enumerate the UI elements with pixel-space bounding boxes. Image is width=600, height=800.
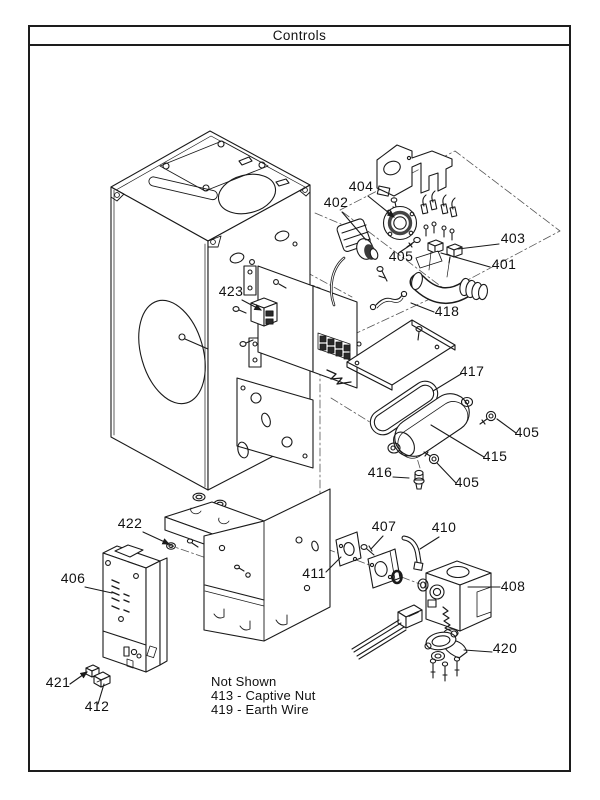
part-label-403: 403: [501, 230, 526, 246]
o-ring: [391, 569, 403, 585]
burner-flange: [382, 205, 418, 241]
retaining-clips: [85, 664, 111, 688]
gas-valve-408: [417, 560, 492, 638]
outlet-elbow-420: [424, 630, 468, 682]
part-label-411: 411: [302, 565, 326, 581]
part-label-412: 412: [85, 698, 110, 714]
part-label-406: 406: [61, 570, 86, 586]
not-shown-line-413: 413 - Captive Nut: [211, 688, 316, 704]
part-label-420: 420: [493, 640, 518, 656]
control-box-labels: [111, 579, 130, 613]
part-label-416: 416: [368, 464, 393, 480]
part-label-418: 418: [435, 303, 460, 319]
part-label-417: 417: [460, 363, 485, 379]
diagram-title-bar: Controls: [28, 25, 571, 46]
inlet-screw-407: [360, 544, 375, 556]
venturi-elbow: [409, 250, 489, 305]
part-label-402: 402: [324, 194, 349, 210]
not-shown-line-419: 419 - Earth Wire: [211, 702, 309, 718]
inner-control-panel: [229, 230, 362, 469]
part-label-423: 423: [219, 283, 244, 299]
part-label-415: 415: [483, 448, 508, 464]
terminal-block: [317, 332, 351, 361]
cover-screw-top: [479, 410, 497, 425]
not-shown-heading: Not Shown: [211, 674, 277, 689]
gasket-plate-411: [335, 531, 362, 567]
sensing-wire: [369, 290, 408, 311]
part-label-408: 408: [501, 578, 526, 594]
part-label-410: 410: [432, 519, 457, 535]
part-label-421: 421: [46, 674, 71, 690]
control-box: [102, 544, 168, 673]
wiring-harness: [351, 604, 423, 660]
diagram-title: Controls: [272, 28, 327, 43]
part-label-401: 401: [492, 256, 517, 272]
sensing-pipe-410: [401, 535, 424, 571]
leader-lines: [69, 195, 517, 705]
burner-bracket: [376, 144, 453, 213]
control-mounting-plate: [346, 319, 456, 391]
part-callouts: 402 404 403 401 405 418 423 417 405 415 …: [46, 178, 540, 714]
cover-screw-bottom: [423, 451, 440, 465]
part-label-405-cover-screw-top: 405: [515, 424, 540, 440]
part-label-404: 404: [349, 178, 374, 194]
part-label-422: 422: [118, 515, 143, 531]
part-label-407: 407: [372, 518, 397, 534]
electrode-screws: [423, 221, 455, 241]
controls-bracket: [164, 488, 331, 642]
not-shown-notes: Not Shown 413 - Captive Nut 419 - Earth …: [211, 674, 316, 718]
part-label-405-cover-screw-bottom: 405: [455, 474, 480, 490]
flange-screws: [429, 656, 461, 682]
part-label-405-burner-screw: 405: [389, 248, 414, 264]
ignition-unit: [330, 218, 388, 307]
drain-grommet: [413, 469, 425, 490]
